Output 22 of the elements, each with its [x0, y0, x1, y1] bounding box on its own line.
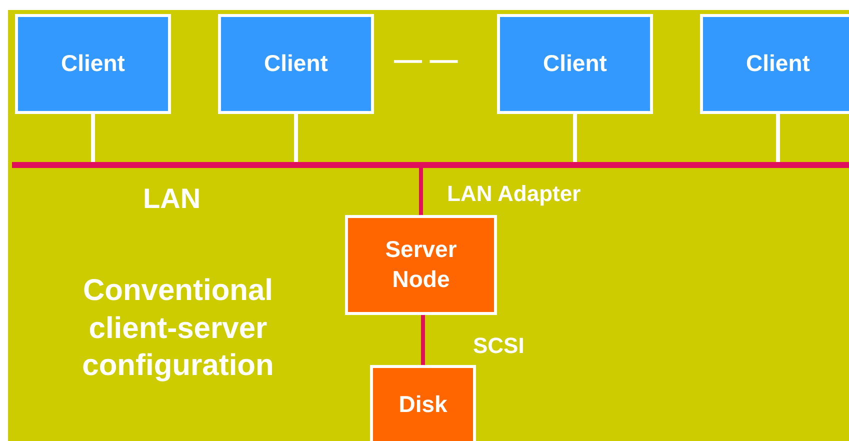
edge-label: SCSI [473, 333, 524, 359]
node-label: Client [543, 49, 607, 78]
node-label: Client [746, 49, 810, 78]
node-label: Client [61, 49, 125, 78]
diagram-caption: Conventional client-server configuration [81, 273, 275, 384]
client-box [497, 14, 653, 114]
node-label: Client [264, 49, 328, 78]
node-label: Disk [398, 390, 448, 420]
server-box [345, 215, 497, 315]
connector-line [573, 114, 577, 162]
ellipsis-dashes: — — [394, 44, 458, 76]
connector-line [776, 114, 780, 162]
client-box [700, 14, 849, 114]
connector-line [91, 114, 95, 162]
connector-line [421, 315, 425, 365]
connector-line [294, 114, 298, 162]
edge-label: LAN Adapter [447, 181, 581, 207]
client-box [218, 14, 374, 114]
connector-line [419, 168, 423, 215]
network-label: LAN [143, 183, 201, 215]
client-box [15, 14, 171, 114]
node-label: Server Node [384, 235, 458, 294]
